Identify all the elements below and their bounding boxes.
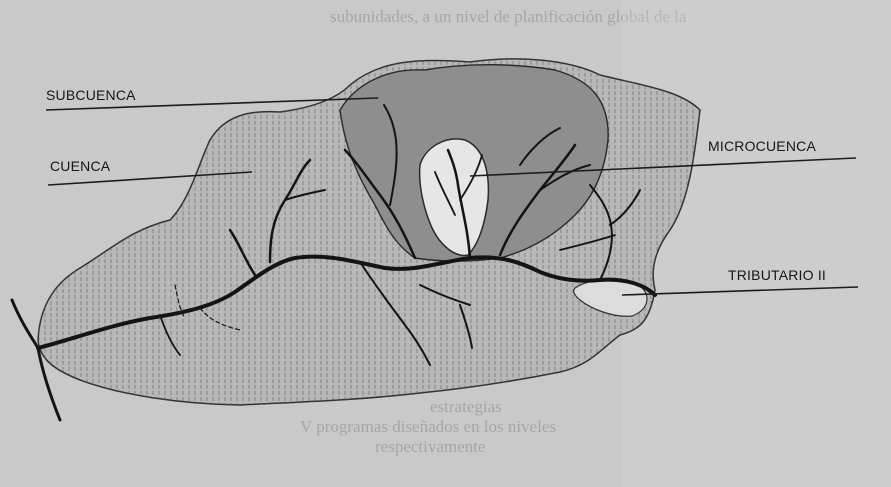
bleed-text-bottom-2: V programas diseñados en los niveles xyxy=(300,417,556,436)
label-tributario: TRIBUTARIO II xyxy=(728,267,826,283)
right-column-shade xyxy=(622,0,891,487)
bleed-text-bottom-3: respectivamente xyxy=(375,437,485,456)
label-subcuenca: SUBCUENCA xyxy=(46,87,136,103)
label-cuenca: CUENCA xyxy=(50,158,111,174)
bleed-text-bottom-1: estrategias xyxy=(430,397,502,416)
label-microcuenca: MICROCUENCA xyxy=(708,138,816,154)
